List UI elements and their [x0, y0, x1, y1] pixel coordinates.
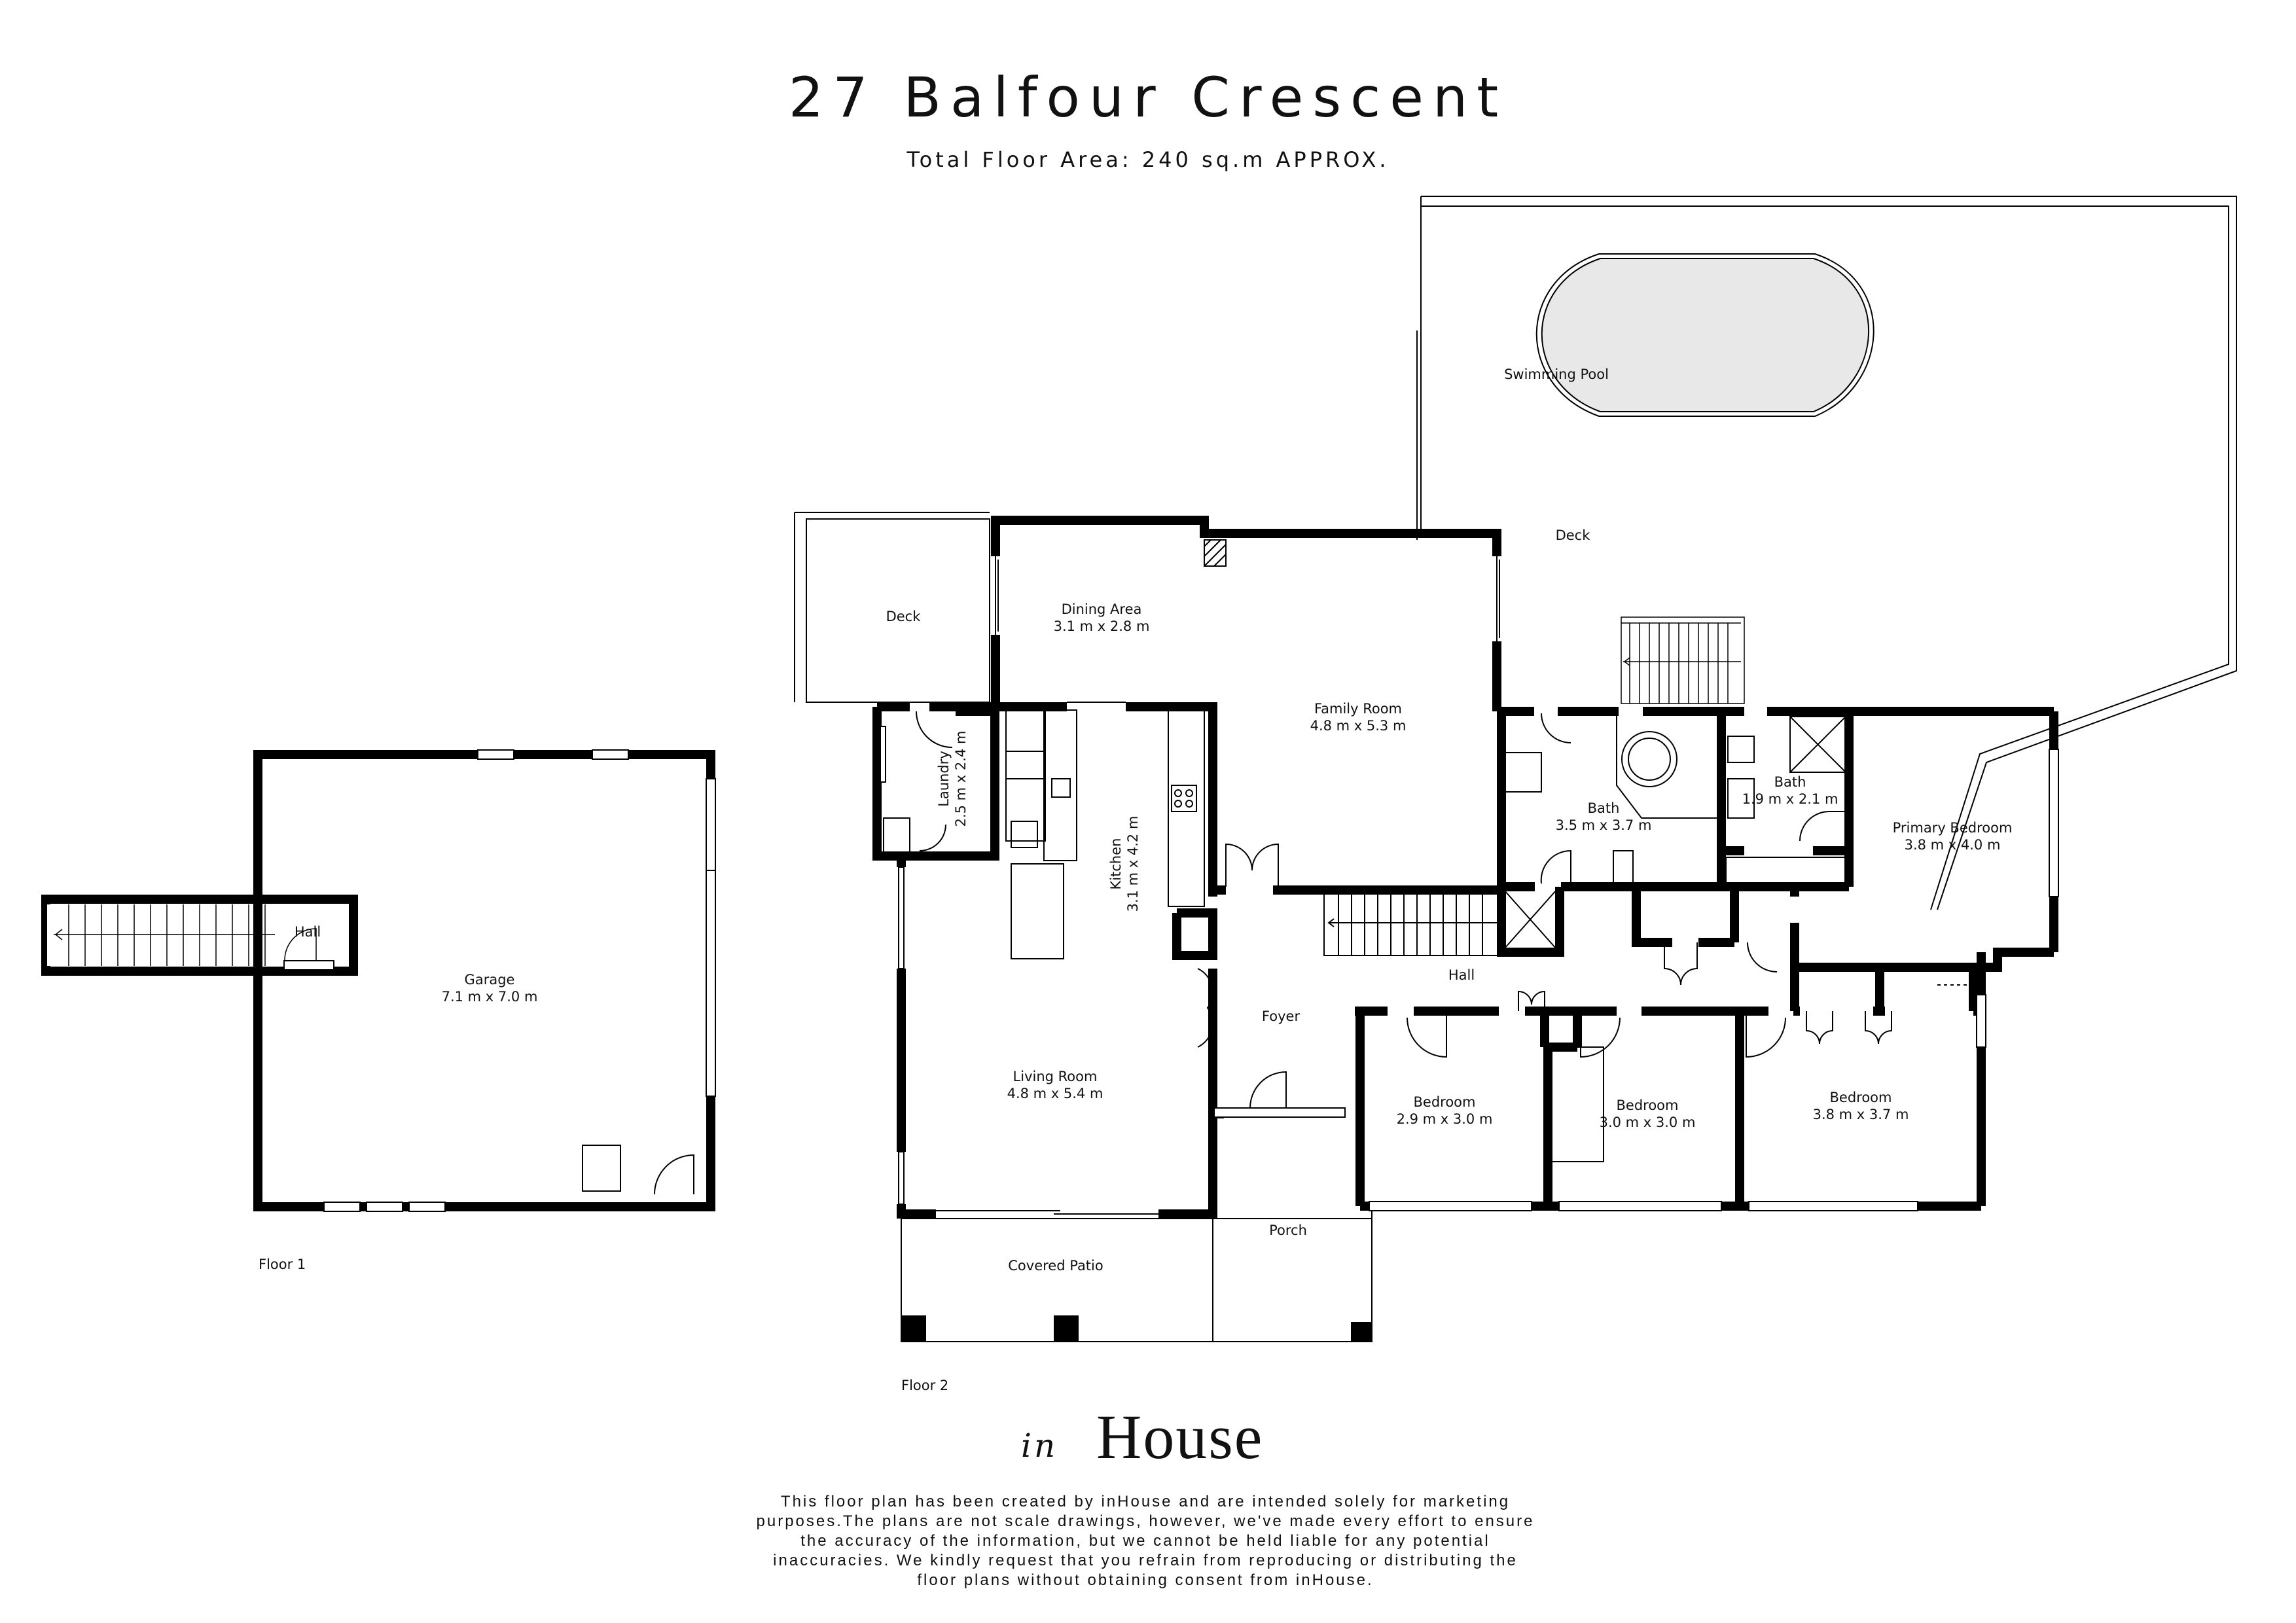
room-name: Porch — [1269, 1222, 1307, 1238]
floor-1-plan — [41, 749, 716, 1212]
room-dims: 3.1 m x 2.8 m — [1053, 618, 1150, 634]
floor-2-label: Floor 2 — [901, 1378, 949, 1393]
floor-2-plan — [794, 196, 2237, 1342]
floor-1-label: Floor 1 — [259, 1257, 306, 1272]
page-title: 27 Balfour Crescent — [788, 65, 1508, 130]
room-dims: 3.5 m x 3.7 m — [1555, 817, 1652, 833]
room-label-hall-floor1: Hall — [295, 923, 321, 940]
room-name: Kitchen — [1108, 838, 1124, 890]
room-dims: 3.8 m x 3.7 m — [1812, 1107, 1909, 1122]
room-name: Hall — [294, 924, 321, 940]
disclaimer-line: the accuracy of the information, but we … — [800, 1532, 1490, 1550]
room-label-kitchen: Kitchen 3.1 m x 4.2 m — [1107, 816, 1141, 912]
inhouse-logo: in House — [1021, 1400, 1283, 1472]
room-dims: 3.1 m x 4.2 m — [1125, 815, 1141, 912]
room-label-swimming-pool: Swimming Pool — [1504, 366, 1609, 383]
room-label-primary-bedroom: Primary Bedroom 3.8 m x 4.0 m — [1893, 819, 2013, 853]
room-name: Bedroom — [1616, 1097, 1679, 1113]
room-name: Laundry — [936, 751, 952, 807]
room-label-hall-floor2: Hall — [1448, 967, 1475, 984]
room-dims: 2.5 m x 2.4 m — [953, 730, 969, 827]
room-name: Bedroom — [1413, 1094, 1476, 1110]
room-dims: 3.8 m x 4.0 m — [1904, 837, 2001, 853]
disclaimer-line: inaccuracies. We kindly request that you… — [773, 1552, 1518, 1569]
room-name: Deck — [1555, 527, 1590, 543]
logo-script: in — [1021, 1427, 1058, 1465]
room-name: Bedroom — [1829, 1090, 1892, 1105]
room-name: Bath — [1774, 774, 1806, 790]
room-dims: 4.8 m x 5.3 m — [1310, 718, 1407, 734]
disclaimer-line: This floor plan has been created by inHo… — [780, 1493, 1511, 1510]
room-label-covered-patio: Covered Patio — [1008, 1257, 1103, 1274]
room-name: Covered Patio — [1008, 1258, 1103, 1274]
room-dims: 7.1 m x 7.0 m — [441, 989, 538, 1005]
room-name: Living Room — [1013, 1069, 1098, 1084]
room-name: Foyer — [1261, 1008, 1300, 1024]
room-dims: 4.8 m x 5.4 m — [1007, 1086, 1103, 1101]
room-label-porch: Porch — [1269, 1222, 1307, 1239]
room-dims: 1.9 m x 2.1 m — [1742, 791, 1839, 807]
disclaimer: This floor plan has been created by inHo… — [655, 1492, 1636, 1590]
room-label-dining-area: Dining Area 3.1 m x 2.8 m — [1054, 601, 1150, 635]
room-name: Garage — [464, 972, 515, 988]
room-label-bath-main: Bath 3.5 m x 3.7 m — [1556, 800, 1652, 834]
room-label-deck-pool: Deck — [1556, 527, 1590, 544]
room-dims: 3.0 m x 3.0 m — [1599, 1115, 1696, 1130]
room-label-family-room: Family Room 4.8 m x 5.3 m — [1310, 700, 1407, 734]
room-name: Primary Bedroom — [1892, 820, 2013, 836]
room-label-garage: Garage 7.1 m x 7.0 m — [442, 971, 538, 1005]
logo-wordmark: House — [1096, 1402, 1264, 1472]
room-label-deck-left: Deck — [886, 608, 921, 625]
room-label-bath-ensuite: Bath 1.9 m x 2.1 m — [1742, 774, 1839, 808]
disclaimer-line: floor plans without obtaining consent fr… — [917, 1571, 1374, 1589]
room-name: Bath — [1587, 800, 1620, 816]
room-label-living-room: Living Room 4.8 m x 5.4 m — [1007, 1068, 1103, 1102]
room-label-bedroom-3: Bedroom 3.8 m x 3.7 m — [1813, 1089, 1909, 1123]
room-name: Deck — [886, 609, 921, 624]
room-name: Family Room — [1314, 701, 1403, 717]
room-dims: 2.9 m x 3.0 m — [1396, 1111, 1493, 1127]
room-name: Dining Area — [1061, 601, 1142, 617]
room-label-foyer: Foyer — [1262, 1008, 1300, 1025]
room-label-bedroom-1: Bedroom 2.9 m x 3.0 m — [1397, 1094, 1493, 1128]
room-name: Swimming Pool — [1504, 366, 1609, 382]
room-label-laundry: Laundry 2.5 m x 2.4 m — [935, 731, 969, 827]
room-name: Hall — [1448, 967, 1475, 983]
room-label-bedroom-2: Bedroom 3.0 m x 3.0 m — [1600, 1097, 1696, 1131]
total-floor-area: Total Floor Area: 240 sq.m APPROX. — [906, 147, 1390, 172]
disclaimer-line: purposes.The plans are not scale drawing… — [756, 1512, 1535, 1530]
